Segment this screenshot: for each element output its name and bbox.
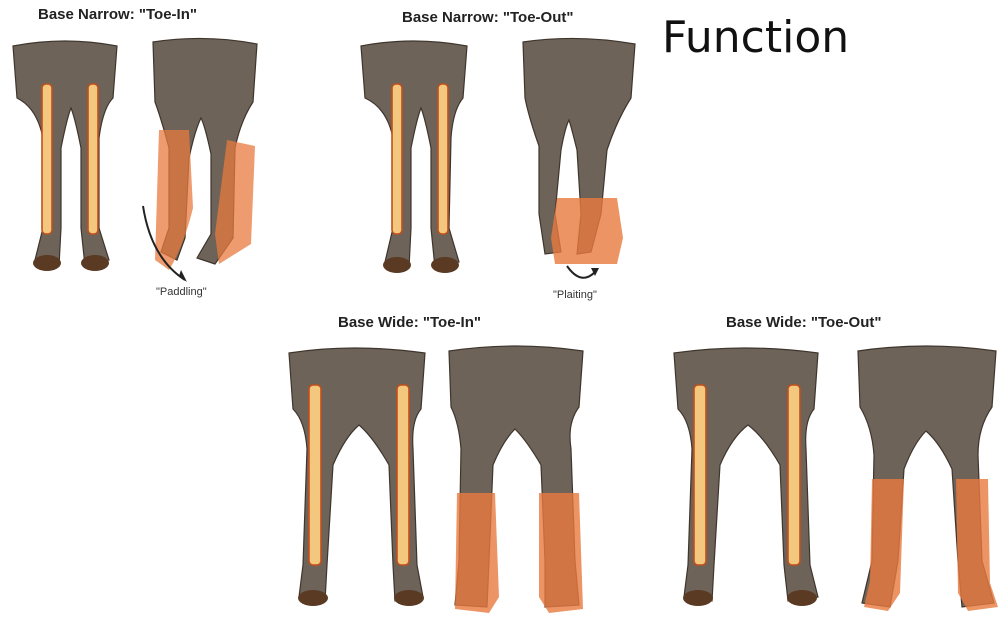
figure-base-wide-toe-in bbox=[283, 345, 588, 617]
slide-title: Function bbox=[662, 12, 849, 63]
moving-leg-pair bbox=[449, 346, 583, 613]
panel-title-base-narrow-toe-out: Base Narrow: "Toe-Out" bbox=[402, 9, 573, 26]
caption-plaiting: "Plaiting" bbox=[553, 289, 597, 301]
skeleton-leg-pair bbox=[361, 41, 467, 273]
moving-leg-pair bbox=[143, 38, 257, 282]
panel-title-base-wide-toe-in: Base Wide: "Toe-In" bbox=[338, 314, 481, 331]
skeleton-leg-pair bbox=[13, 41, 117, 271]
skeleton-leg-pair bbox=[289, 348, 425, 606]
panel-title-base-wide-toe-out: Base Wide: "Toe-Out" bbox=[726, 314, 882, 331]
figure-base-narrow-toe-in bbox=[5, 38, 265, 283]
moving-leg-pair bbox=[858, 346, 998, 611]
figure-base-narrow-toe-out bbox=[355, 38, 645, 283]
skeleton-leg-pair bbox=[674, 348, 818, 606]
caption-paddling: "Paddling" bbox=[156, 286, 207, 298]
figure-base-wide-toe-out bbox=[668, 345, 1001, 617]
panel-title-base-narrow-toe-in: Base Narrow: "Toe-In" bbox=[38, 6, 197, 23]
moving-leg-pair bbox=[523, 38, 635, 277]
